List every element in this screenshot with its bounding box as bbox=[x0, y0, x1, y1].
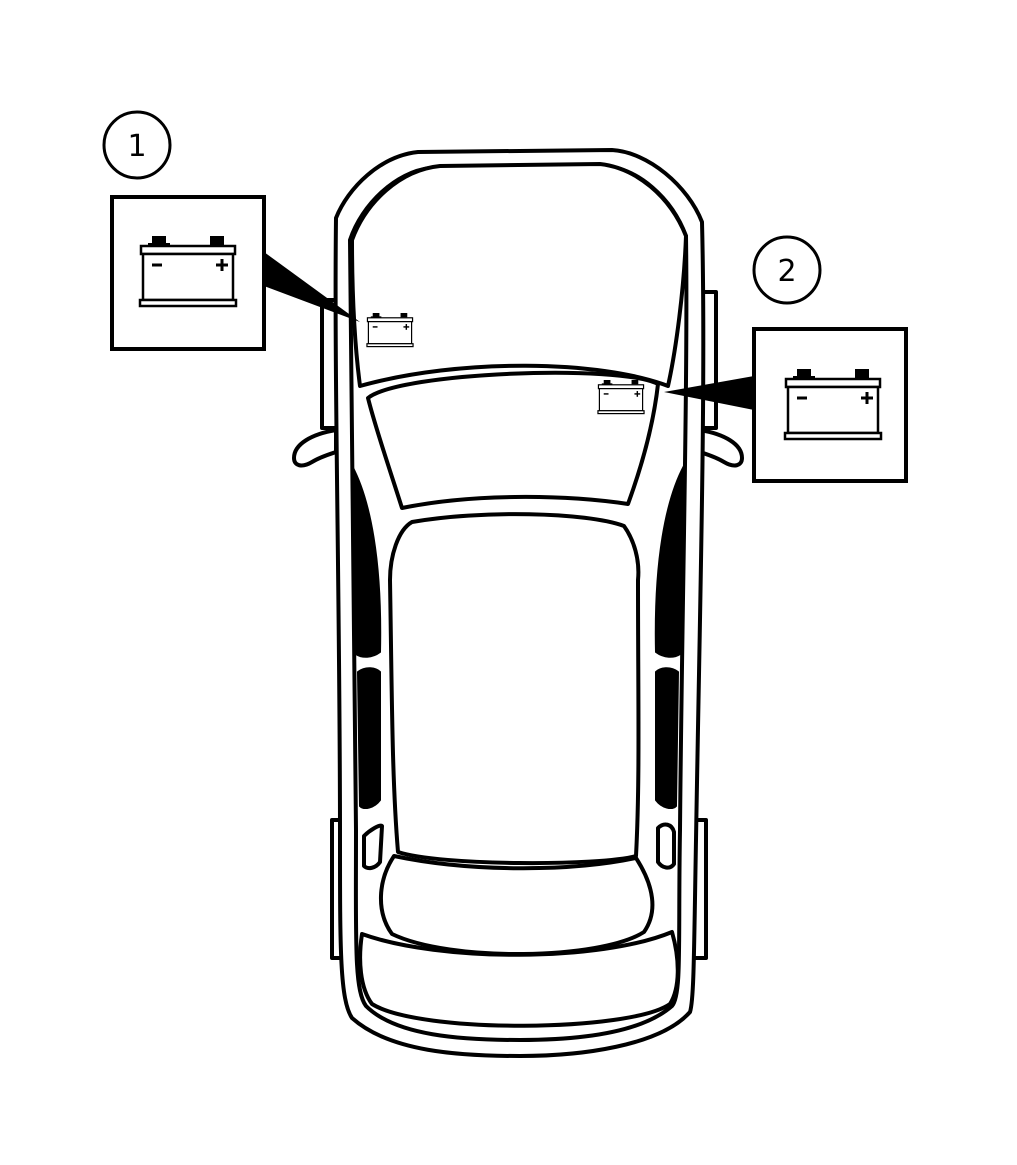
right-front-side-window bbox=[654, 465, 685, 658]
left-front-side-window bbox=[351, 465, 382, 658]
windshield bbox=[366, 370, 660, 510]
callout-2-leader bbox=[664, 376, 754, 410]
right-rear-quarter-window bbox=[656, 822, 676, 870]
callout-1-circle bbox=[102, 110, 172, 180]
rear-window bbox=[379, 854, 655, 957]
left-rear-quarter-window bbox=[362, 823, 384, 871]
left-rear-side-window bbox=[357, 667, 381, 809]
roof bbox=[388, 512, 641, 866]
hood bbox=[350, 162, 688, 388]
callout-2-battery-icon bbox=[783, 367, 883, 441]
battery-position-1 bbox=[366, 312, 414, 348]
right-rear-side-window bbox=[655, 667, 679, 809]
battery-position-2 bbox=[597, 379, 645, 415]
callout-1-number: 1 bbox=[127, 129, 146, 164]
callout-1: 1 bbox=[102, 110, 360, 351]
left-mirror bbox=[292, 428, 338, 468]
callout-1-leader bbox=[264, 252, 360, 322]
right-mirror bbox=[698, 428, 744, 468]
callout-2-number: 2 bbox=[777, 254, 796, 289]
side-windows bbox=[351, 465, 685, 809]
callout-2: 2 bbox=[664, 235, 908, 483]
callout-1-battery-icon bbox=[138, 234, 238, 308]
tailgate bbox=[358, 930, 680, 1028]
callout-2-circle bbox=[752, 235, 822, 305]
